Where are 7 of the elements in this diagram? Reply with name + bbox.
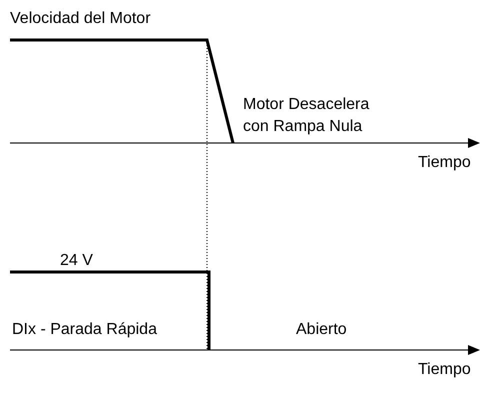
state-label: Abierto — [296, 320, 347, 340]
signal-label: Velocidad del Motor — [10, 9, 151, 29]
annotation-text: Motor Desacelera con Rampa Nula — [243, 95, 370, 137]
value-label: 24 V — [60, 251, 93, 271]
axis-label: Tiempo — [418, 153, 471, 173]
signal-label: DIx - Parada Rápida — [12, 320, 157, 340]
axis-label: Tiempo — [418, 360, 471, 380]
